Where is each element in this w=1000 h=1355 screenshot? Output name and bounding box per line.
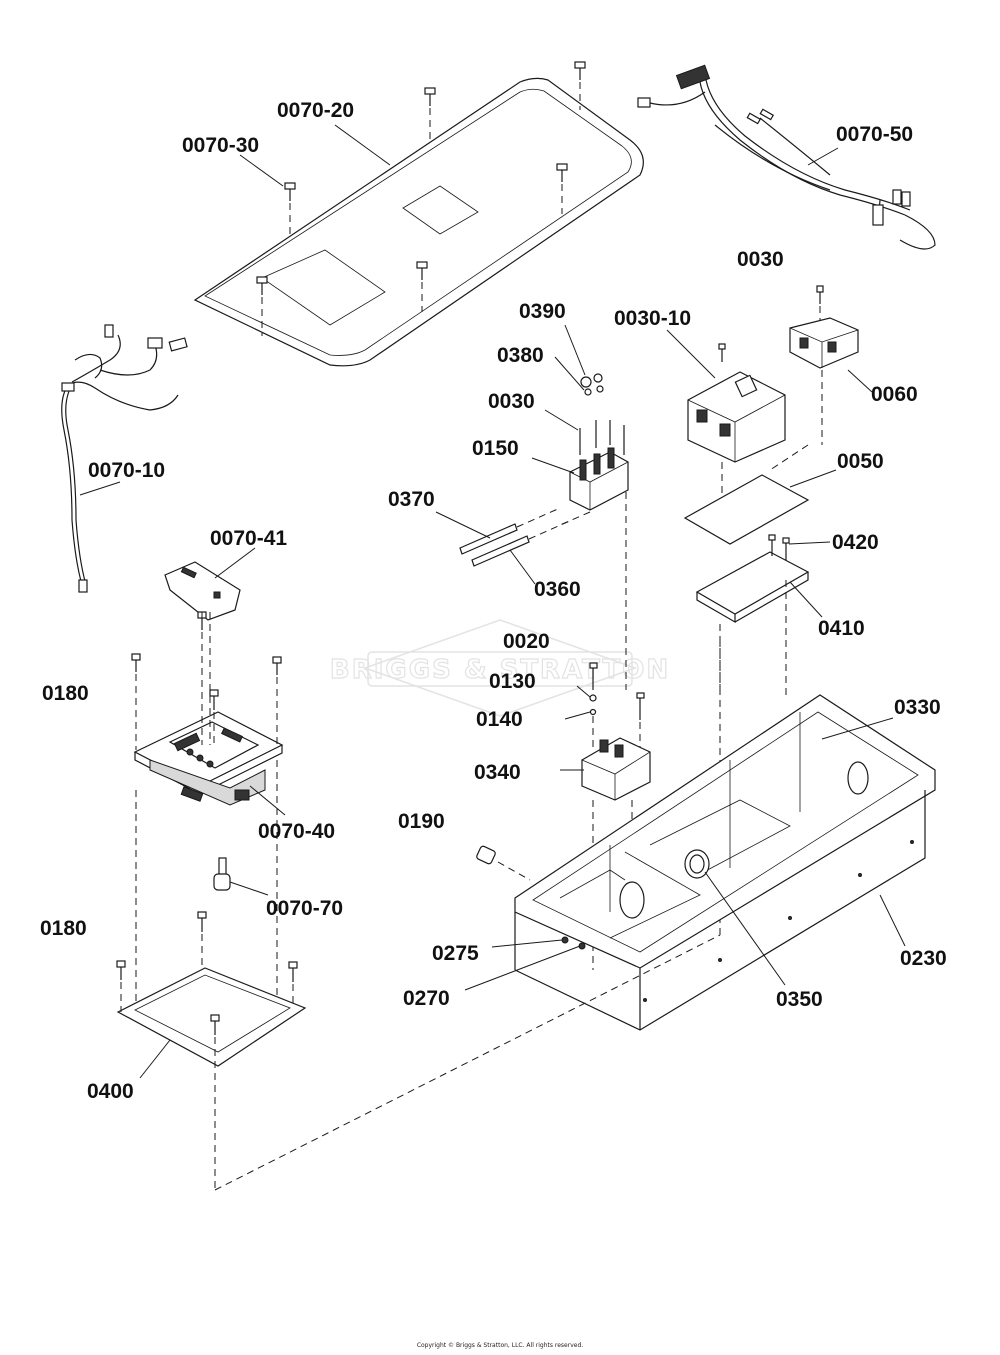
label-0275: 0275 xyxy=(432,942,479,965)
hardware-0020-0130-0140 xyxy=(589,662,645,760)
label-0180-top: 0180 xyxy=(42,682,89,705)
screw-icon xyxy=(556,163,568,182)
label-0190: 0190 xyxy=(398,810,445,833)
label-0070-30: 0070-30 xyxy=(182,134,259,157)
label-0030-10: 0030-10 xyxy=(614,307,691,330)
insulator-plate-0050 xyxy=(683,444,810,545)
cover-screws xyxy=(256,61,586,336)
label-0370: 0370 xyxy=(388,488,435,511)
screw-icon xyxy=(256,276,268,295)
watermark-text: BRIGGS & STRATTON xyxy=(330,655,670,685)
terminal-block-0060 xyxy=(789,285,859,445)
label-0070-50: 0070-50 xyxy=(836,123,913,146)
grommet-0190 xyxy=(476,845,531,881)
label-0030-top: 0030 xyxy=(737,248,784,271)
label-0380: 0380 xyxy=(497,344,544,367)
label-0060: 0060 xyxy=(871,383,918,406)
enclosure-box-0230 xyxy=(514,694,936,1031)
display-cover-0070-41 xyxy=(164,561,241,621)
control-module-0070-40 xyxy=(131,611,284,806)
breaker-0030-10 xyxy=(687,343,786,520)
screw-icon xyxy=(574,61,586,80)
bottom-plate-0400 xyxy=(116,760,721,1191)
label-0030-mid: 0030 xyxy=(488,390,535,413)
part-labels: 0070-20 0070-30 0070-50 0030 0030-10 006… xyxy=(40,99,947,1103)
label-0140: 0140 xyxy=(476,708,523,731)
label-0020: 0020 xyxy=(503,630,550,653)
label-0420: 0420 xyxy=(832,531,879,554)
label-0130: 0130 xyxy=(489,670,536,693)
label-0360: 0360 xyxy=(534,578,581,601)
label-0270: 0270 xyxy=(403,987,450,1010)
top-cover-0070-20 xyxy=(193,77,644,367)
label-0070-10: 0070-10 xyxy=(88,459,165,482)
wire-harness-0070-50 xyxy=(637,64,936,250)
label-0400: 0400 xyxy=(87,1080,134,1103)
label-0340: 0340 xyxy=(474,761,521,784)
leader-lines xyxy=(79,124,906,1079)
label-0390: 0390 xyxy=(519,300,566,323)
screw-icon xyxy=(284,182,296,201)
label-0180-bot: 0180 xyxy=(40,917,87,940)
label-0070-20: 0070-20 xyxy=(277,99,354,122)
fuse-holder-0070-70 xyxy=(213,857,231,891)
label-0050: 0050 xyxy=(837,450,884,473)
label-0070-40: 0070-40 xyxy=(258,820,335,843)
label-0070-41: 0070-41 xyxy=(210,527,287,550)
label-0350: 0350 xyxy=(776,988,823,1011)
label-0230: 0230 xyxy=(900,947,947,970)
screw-icon xyxy=(424,87,436,106)
brand-watermark: BRIGGS & STRATTON xyxy=(329,619,670,717)
label-0410: 0410 xyxy=(818,617,865,640)
wire-harness-0070-10 xyxy=(61,324,188,593)
label-0070-70: 0070-70 xyxy=(266,897,343,920)
terminal-block-0150 xyxy=(559,373,629,690)
copyright-notice: Copyright © Briggs & Stratton, LLC. All … xyxy=(417,1342,583,1349)
screw-icon xyxy=(416,261,428,280)
mounting-bracket-0410 xyxy=(695,534,810,700)
pins-0360-0370 xyxy=(459,507,573,567)
label-0150: 0150 xyxy=(472,437,519,460)
label-0330: 0330 xyxy=(894,696,941,719)
